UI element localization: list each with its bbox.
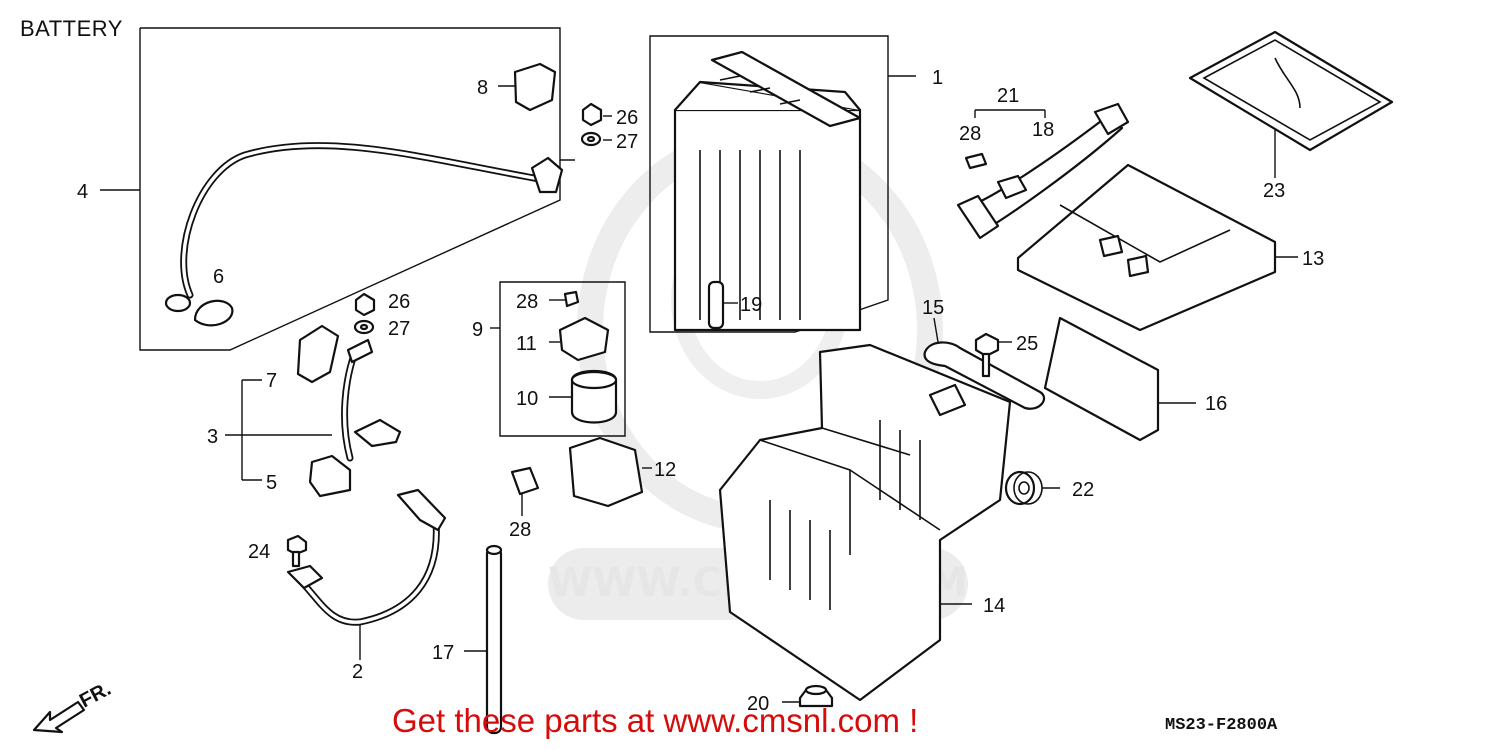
callout-17: 17: [432, 642, 454, 664]
battery-1-group: [649, 35, 916, 333]
callout-14: 14: [983, 595, 1005, 617]
grommet-22-shape: [1004, 470, 1060, 506]
callout-1: 1: [932, 67, 943, 89]
callout-2: 2: [352, 661, 363, 683]
callout-9: 9: [472, 319, 483, 341]
callout-16: 16: [1205, 393, 1227, 415]
cable-3-group: [225, 324, 402, 498]
callout-13: 13: [1302, 248, 1324, 270]
callout-18: 18: [1032, 119, 1054, 141]
callout-20: 20: [747, 693, 769, 715]
cover-8-shape: [513, 62, 557, 112]
diagram-title: BATTERY: [20, 16, 123, 41]
callout-26-mid: 26: [388, 291, 410, 313]
plate-16-shape: [1043, 316, 1196, 442]
grommet-20-shape: [782, 684, 834, 708]
diagram-code: MS23-F2800A: [1165, 716, 1278, 735]
group-9-box: [490, 281, 626, 437]
callout-23: 23: [1263, 180, 1285, 202]
callout-28-lower: 28: [509, 519, 531, 541]
callout-7: 7: [266, 370, 277, 392]
tube-17-shape: [464, 544, 503, 735]
cable-4-group: [100, 27, 575, 351]
callout-12: 12: [654, 459, 676, 481]
callout-11: 11: [516, 333, 537, 355]
callout-28-group: 28: [516, 291, 538, 313]
callout-26-top: 26: [616, 107, 638, 129]
callout-27-top: 27: [616, 131, 638, 153]
callout-4: 4: [77, 181, 88, 203]
front-arrow-icon: FR.: [32, 678, 115, 734]
cover-13-shape: [1016, 163, 1298, 332]
callout-25: 25: [1016, 333, 1038, 355]
callout-24: 24: [248, 541, 270, 563]
callout-5: 5: [266, 472, 277, 494]
callout-19: 19: [740, 294, 762, 316]
callout-8: 8: [477, 77, 488, 99]
callout-10: 10: [516, 388, 538, 410]
case-14-shape: [718, 343, 1012, 702]
callout-3: 3: [207, 426, 218, 448]
callout-28-band: 28: [959, 123, 981, 145]
callout-21: 21: [997, 85, 1019, 107]
callout-22: 22: [1072, 479, 1094, 501]
callout-27-mid: 27: [388, 318, 410, 340]
callout-6: 6: [213, 266, 224, 288]
bolt-24-shape: [286, 534, 308, 568]
cover-12-shape: [568, 436, 644, 508]
sheet-23-shape: [1188, 30, 1394, 178]
callout-15: 15: [922, 297, 944, 319]
callout-labels: 1 2 3 4 5 6 7 8 9 10 11 12 13 14 15 16 1…: [77, 67, 1324, 715]
cable-2-group: [286, 488, 447, 660]
promo-link[interactable]: Get these parts at www.cmsnl.com !: [392, 702, 919, 739]
band-18-group: [956, 102, 1130, 240]
bolt-25-shape: [974, 332, 1012, 378]
